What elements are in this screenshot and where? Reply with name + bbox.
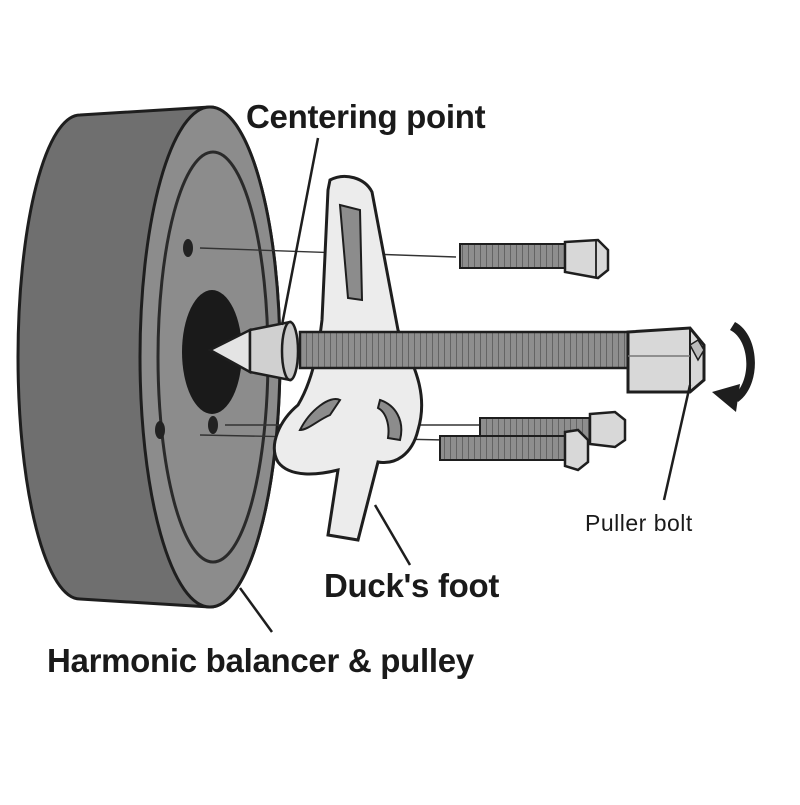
label-centering-point: Centering point [246, 98, 486, 135]
bolt-hole [183, 239, 193, 257]
lower-bolt-front [439, 428, 590, 472]
leader-lines [238, 137, 692, 633]
top-bolt [459, 238, 610, 280]
centering-point [207, 320, 300, 382]
label-puller-bolt: Puller bolt [585, 510, 693, 536]
leader-ducks-foot [373, 504, 412, 566]
puller-bolt [298, 326, 706, 394]
bolt-hole [155, 421, 165, 439]
harmonic-balancer [16, 105, 282, 609]
label-ducks-foot: Duck's foot [324, 567, 500, 604]
leader-puller-bolt [662, 384, 692, 501]
leader-centering-point [280, 137, 320, 326]
lower-bolt-rear [479, 410, 627, 449]
label-harmonic-balancer: Harmonic balancer & pulley [47, 642, 474, 679]
rotation-arrow-icon [712, 322, 755, 412]
leader-harmonic-balancer [238, 587, 274, 633]
bolt-hole [208, 416, 218, 434]
